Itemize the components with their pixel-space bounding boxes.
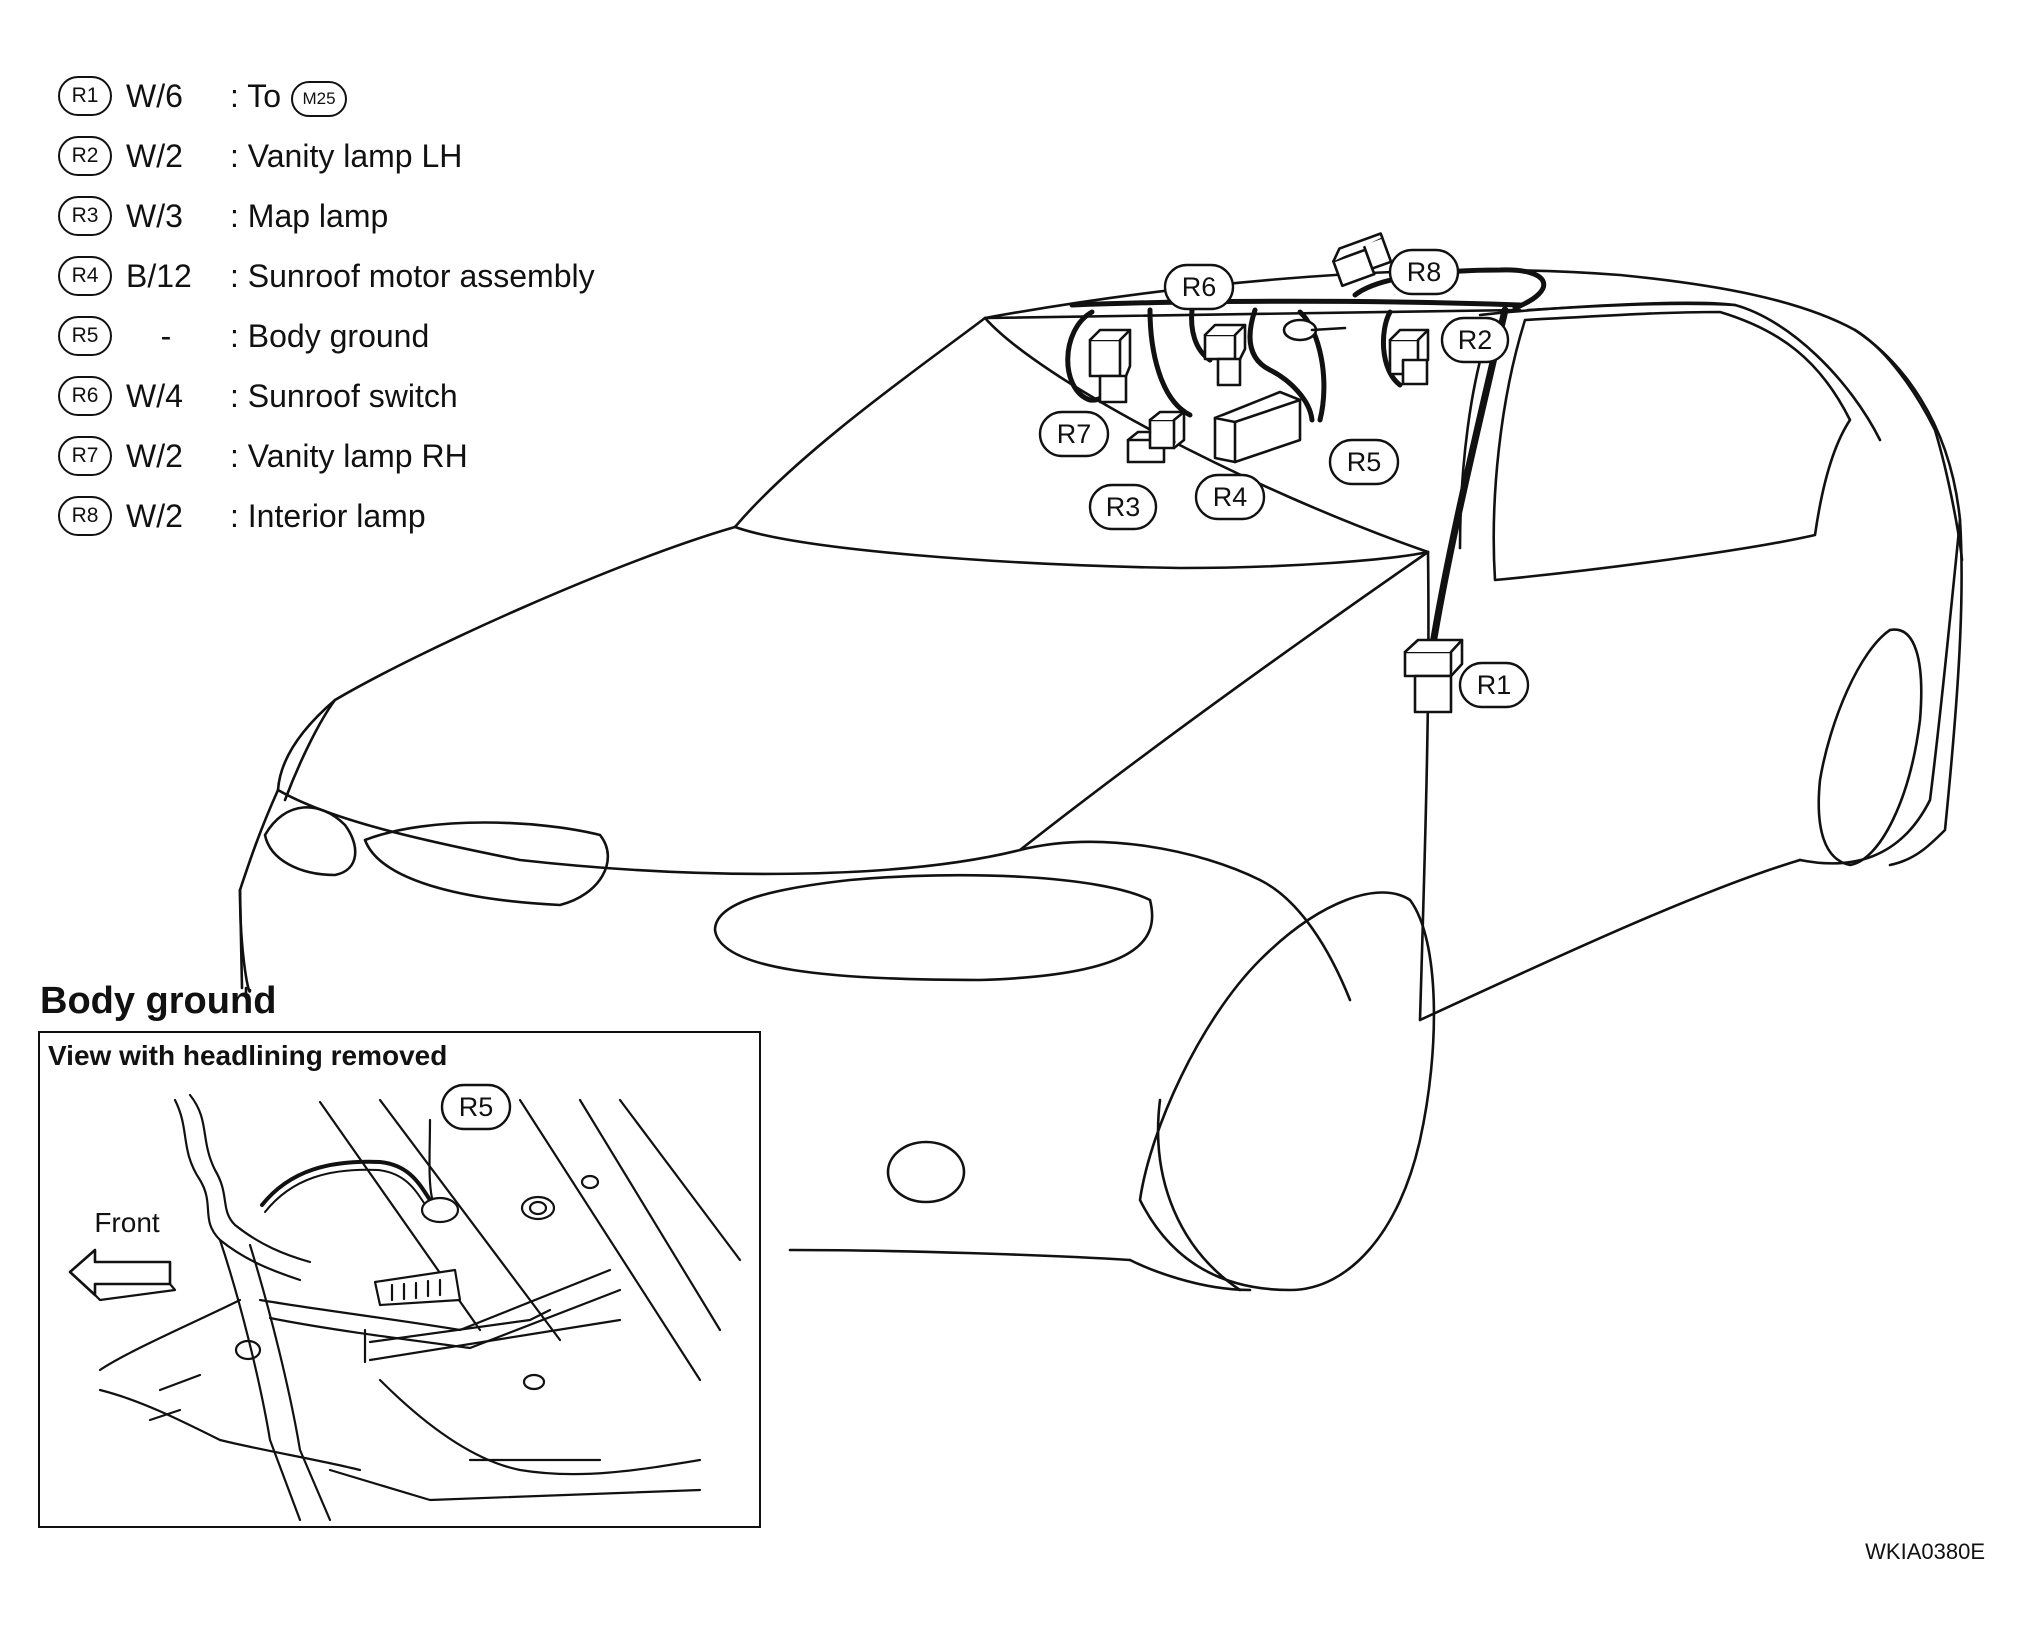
headlight-left-front — [263, 806, 357, 877]
connector-tag: R8 — [58, 496, 112, 536]
connector-description: : Body ground — [230, 318, 430, 354]
connector-description: : Sunroof switch — [230, 378, 458, 414]
front-arrow-icon — [68, 1248, 172, 1297]
rear-wheel — [1817, 628, 1923, 867]
wire-color: - — [160, 318, 172, 354]
connector-r1-body — [1403, 638, 1464, 714]
headlight-right — [713, 873, 1154, 982]
legend-row-r1: R1 W/6 : To M25 — [58, 74, 678, 122]
callout-r4-label: R4 — [1213, 482, 1248, 512]
callout-r5-label: R5 — [1347, 447, 1382, 477]
legend-row-r3: R3 W/3 : Map lamp — [58, 194, 678, 242]
connector-ref-tag: M25 — [291, 80, 347, 117]
harness-r8-branch — [1352, 267, 1547, 311]
inset-title: View with headlining removed — [48, 1040, 448, 1071]
connector-shapes — [1088, 232, 1464, 714]
connector-description: : Vanity lamp LH — [230, 138, 463, 174]
harness-r4-loop — [1247, 307, 1315, 423]
legend-row-r4: R4 B/12 : Sunroof motor assembly — [58, 254, 678, 302]
callout-r8-label: R8 — [1407, 257, 1442, 287]
connector-r2-lamp-body — [1388, 328, 1430, 386]
callout-r4: R4 — [1194, 473, 1266, 521]
connector-r5-body — [1282, 318, 1347, 342]
body-ground-section-title: Body ground — [40, 980, 277, 1022]
connector-r8-body — [1332, 232, 1393, 288]
harness-r3-loop — [1147, 307, 1193, 418]
callout-r7-label: R7 — [1057, 419, 1092, 449]
connector-tag: R2 — [58, 136, 112, 176]
harness-r5-loop — [1297, 309, 1327, 423]
wire-color: B/12 — [126, 258, 192, 294]
connector-tag: R6 — [58, 376, 112, 416]
connector-tag: R3 — [58, 196, 112, 236]
connector-tag: R5 — [58, 316, 112, 356]
inset-frame — [38, 1031, 761, 1528]
connector-r4-body — [1213, 390, 1302, 464]
wire-color: W/2 — [126, 138, 183, 174]
connector-description: : To M25 — [230, 74, 347, 118]
connector-r3-body — [1126, 410, 1186, 464]
wire-color: W/2 — [126, 498, 183, 534]
connector-tag: R7 — [58, 436, 112, 476]
legend-row-r7: R7 W/2 : Vanity lamp RH — [58, 434, 678, 482]
description-text: : To — [230, 78, 281, 114]
callout-r3: R3 — [1088, 483, 1158, 531]
connector-r6-body — [1203, 323, 1247, 387]
wire-color: W/3 — [126, 198, 183, 234]
callout-r5: R5 — [1328, 438, 1400, 486]
inset-ground-bolt — [420, 1196, 460, 1224]
callout-r2: R2 — [1440, 316, 1510, 364]
front-label: Front — [94, 1207, 160, 1238]
harness-main-line — [1069, 298, 1523, 308]
legend-row-r2: R2 W/2 : Vanity lamp LH — [58, 134, 678, 182]
wire-color: W/6 — [126, 78, 183, 114]
fog-lamp — [886, 1140, 966, 1204]
inset-drawing: R5 Front — [68, 1083, 742, 1522]
legend-row-r6: R6 W/4 : Sunroof switch — [58, 374, 678, 422]
callout-r2-label: R2 — [1458, 325, 1493, 355]
wire-color: W/2 — [126, 438, 183, 474]
callout-bubbles: R1 R2 R3 R4 R5 R6 R7 R8 — [1038, 248, 1530, 709]
callout-r6: R6 — [1163, 263, 1235, 311]
connector-description: : Sunroof motor assembly — [230, 258, 595, 294]
connector-description: : Map lamp — [230, 198, 389, 234]
headlight-left — [363, 821, 610, 907]
callout-r8: R8 — [1388, 248, 1460, 296]
wire-color: W/4 — [126, 378, 183, 414]
connector-tag: R1 — [58, 76, 112, 116]
connector-description: : Interior lamp — [230, 498, 426, 534]
callout-r3-label: R3 — [1106, 492, 1141, 522]
harness-lh-loop — [1380, 309, 1403, 388]
connector-lamp-rh-body — [1088, 328, 1132, 404]
callout-r6-label: R6 — [1182, 272, 1217, 302]
connector-description: : Vanity lamp RH — [230, 438, 468, 474]
callout-r7: R7 — [1038, 410, 1110, 458]
callout-r1-label: R1 — [1477, 670, 1512, 700]
inset-callout-r5: R5 — [440, 1083, 512, 1131]
inset-callout-r5-label: R5 — [459, 1092, 494, 1122]
connector-tag: R4 — [58, 256, 112, 296]
legend-row-r8: R8 W/2 : Interior lamp — [58, 494, 678, 542]
front-wheel — [1138, 891, 1436, 1292]
callout-r1: R1 — [1458, 661, 1530, 709]
figure-code: WKIA0380E — [1865, 1539, 1985, 1564]
legend-row-r5: R5 - : Body ground — [58, 314, 678, 362]
